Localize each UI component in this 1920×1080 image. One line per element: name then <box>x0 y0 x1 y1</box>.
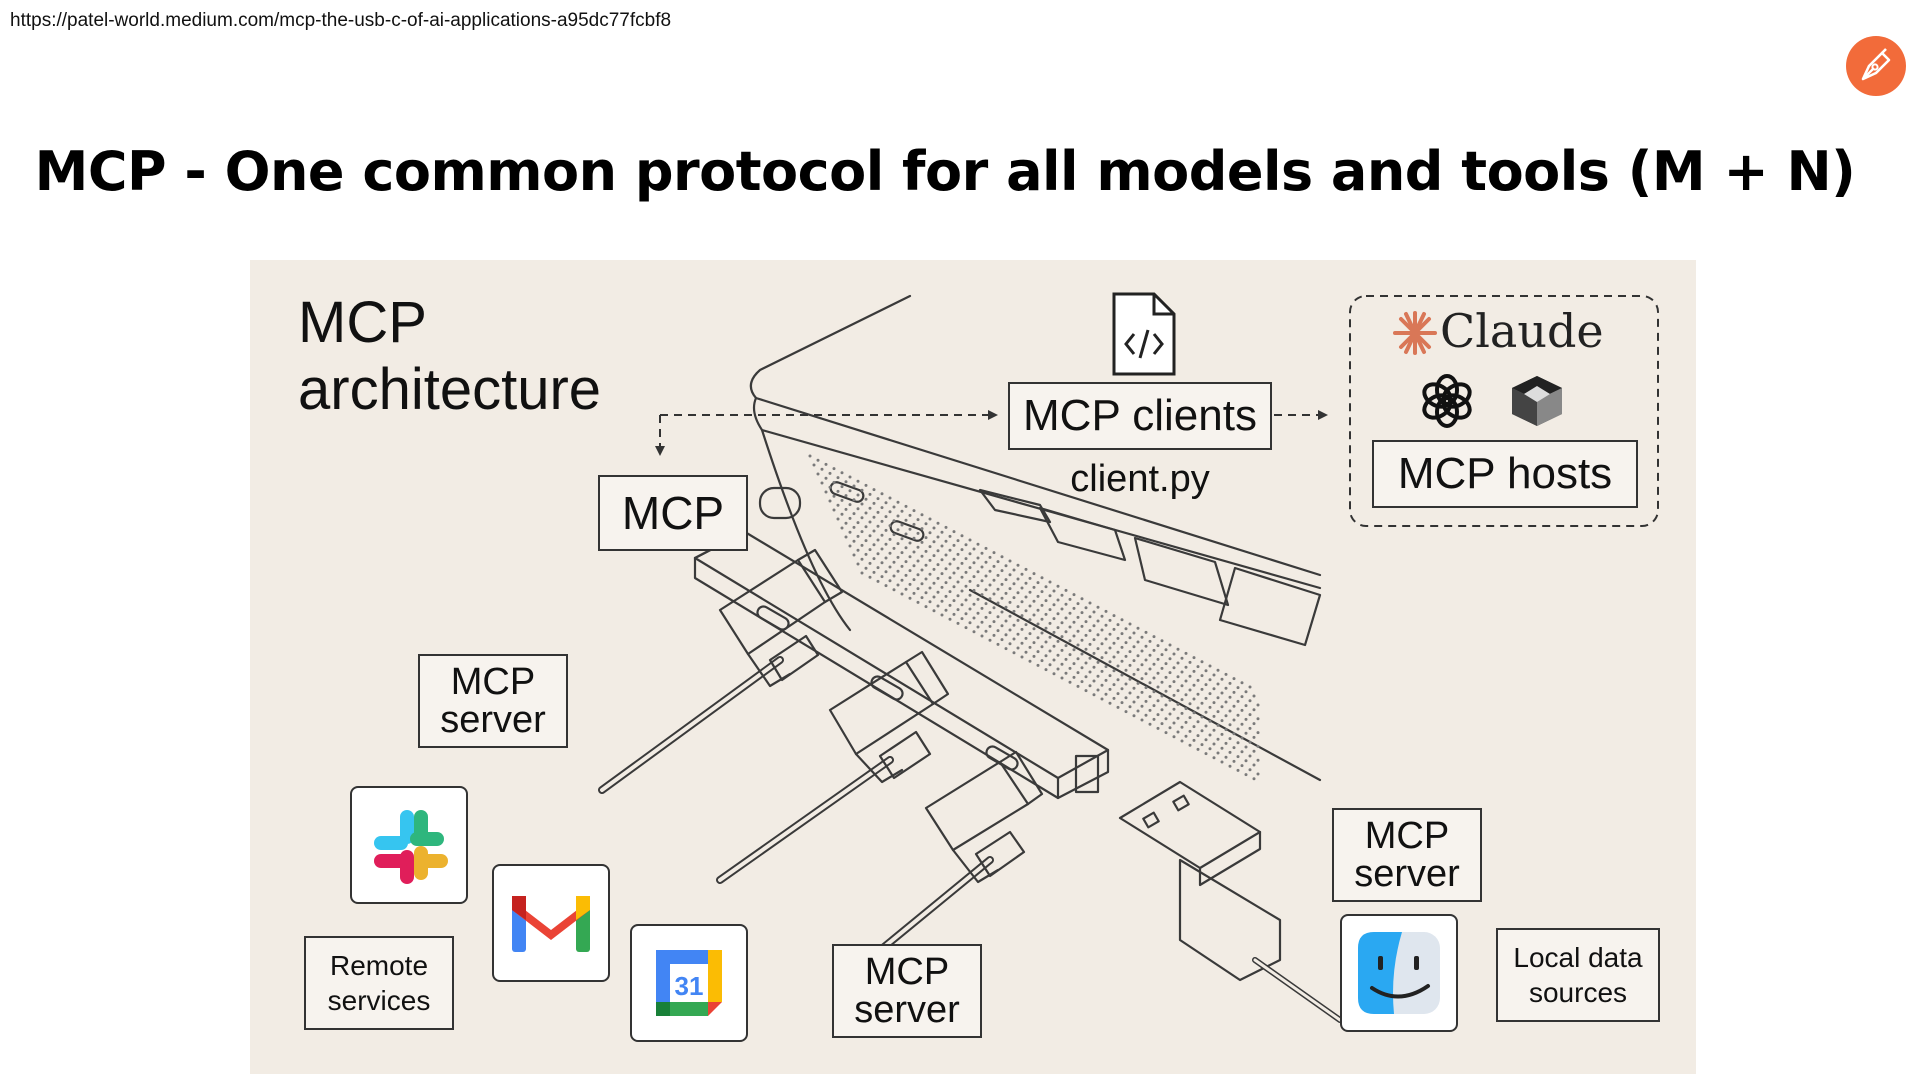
local-data-sources-label: Local data sources <box>1496 928 1660 1022</box>
usbc-cable-slack <box>598 548 844 794</box>
claude-spark-icon <box>1392 310 1438 356</box>
mcp-architecture-diagram: /* dots generated below */ MCP architect… <box>250 260 1696 1074</box>
gmail-icon <box>492 864 610 982</box>
mcp-server-box-local: MCP server <box>1332 808 1482 902</box>
mcp-server-box-remote: MCP server <box>418 654 568 748</box>
claude-label: Claude <box>1440 304 1604 358</box>
laptop-side-edge <box>760 428 852 632</box>
source-url: https://patel-world.medium.com/mcp-the-u… <box>10 10 672 31</box>
laptop-key <box>1038 506 1127 562</box>
client-file-label: client.py <box>1070 458 1210 500</box>
diagram-heading: MCP architecture <box>298 290 601 423</box>
speaker-grille: /* dots generated below */ <box>808 454 1260 781</box>
cube-icon <box>1508 372 1566 430</box>
laptop-lid-edge <box>749 294 912 400</box>
mcp-hosts-box: MCP hosts <box>1372 440 1638 508</box>
openai-icon <box>1418 372 1476 430</box>
slack-icon <box>350 786 468 904</box>
laptop-key <box>978 488 1052 524</box>
usbc-cable-gmail <box>716 650 950 884</box>
pen-nib-icon <box>1846 36 1906 96</box>
laptop-key <box>1133 536 1230 607</box>
laptop-port <box>889 520 925 542</box>
laptop-port <box>829 481 865 503</box>
google-calendar-icon: 31 <box>630 924 748 1042</box>
finder-icon <box>1340 914 1458 1032</box>
mcp-clients-box: MCP clients <box>1008 382 1272 450</box>
heading-line-1: MCP <box>298 290 427 355</box>
usb-a-plug <box>1118 780 1262 870</box>
remote-services-label: Remote services <box>304 936 454 1030</box>
heading-line-2: architecture <box>298 356 602 422</box>
laptop-key <box>1218 566 1322 647</box>
laptop-base-top <box>754 396 1322 577</box>
slide-title: MCP - One common protocol for all models… <box>34 140 1856 203</box>
hub-label: MCP <box>598 475 748 551</box>
calendar-number: 31 <box>675 971 704 1001</box>
hub-port <box>870 675 904 701</box>
hosts-dashed-group <box>1349 295 1659 527</box>
code-file-icon <box>1108 290 1180 378</box>
laptop-bottom-edge <box>968 588 1322 782</box>
mcp-server-box-calendar: MCP server <box>832 944 982 1038</box>
usbc-cable-calendar <box>846 750 1044 979</box>
